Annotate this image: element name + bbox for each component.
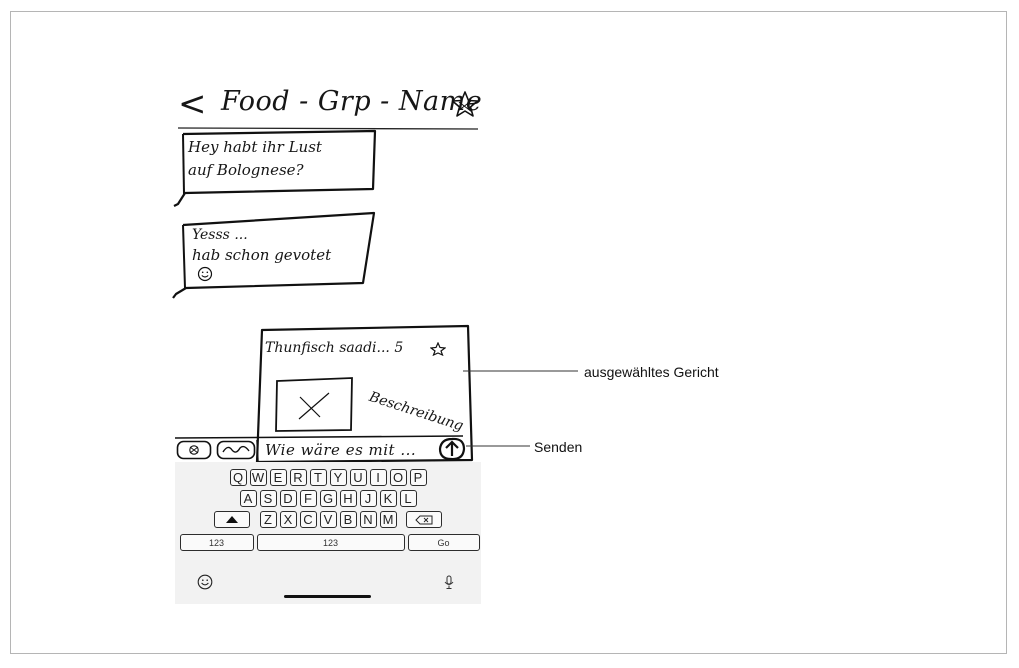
home-indicator	[284, 595, 371, 598]
key-g[interactable]: G	[319, 490, 337, 507]
key-z[interactable]: Z	[259, 511, 277, 528]
numbers-key[interactable]: 123	[179, 534, 254, 551]
backspace-key[interactable]	[406, 511, 442, 528]
key-v[interactable]: V	[319, 511, 337, 528]
key-w[interactable]: W	[249, 469, 267, 486]
star-outline-icon[interactable]	[450, 90, 480, 118]
key-b[interactable]: B	[339, 511, 357, 528]
message-text-line: Yesss ...	[192, 227, 248, 243]
key-s[interactable]: S	[259, 490, 277, 507]
key-n[interactable]: N	[359, 511, 377, 528]
key-c[interactable]: C	[299, 511, 317, 528]
key-h[interactable]: H	[339, 490, 357, 507]
key-k[interactable]: K	[379, 490, 397, 507]
key-e[interactable]: E	[269, 469, 287, 486]
key-i[interactable]: I	[369, 469, 387, 486]
star-outline-icon	[430, 342, 446, 356]
drawing-icon[interactable]	[216, 440, 256, 460]
shift-arrow-icon	[226, 515, 238, 523]
key-t[interactable]: T	[309, 469, 327, 486]
annotation-selected-dish: ausgewähltes Gericht	[584, 364, 719, 380]
key-l[interactable]: L	[399, 490, 417, 507]
key-x[interactable]: X	[279, 511, 297, 528]
message-text-line: auf Bolognese?	[188, 161, 304, 179]
message-text-line: Hey habt ihr Lust	[188, 138, 322, 156]
key-u[interactable]: U	[349, 469, 367, 486]
key-y[interactable]: Y	[329, 469, 347, 486]
back-icon[interactable]: <	[178, 84, 207, 124]
smiley-icon	[197, 266, 213, 282]
key-d[interactable]: D	[279, 490, 297, 507]
emoji-icon[interactable]	[197, 574, 213, 590]
key-r[interactable]: R	[289, 469, 307, 486]
key-p[interactable]: P	[409, 469, 427, 486]
space-key[interactable]: 123	[256, 534, 405, 551]
shift-key[interactable]	[214, 511, 250, 528]
key-q[interactable]: Q	[229, 469, 247, 486]
key-j[interactable]: J	[359, 490, 377, 507]
send-arrow-icon[interactable]	[438, 437, 466, 461]
key-f[interactable]: F	[299, 490, 317, 507]
key-m[interactable]: M	[379, 511, 397, 528]
sticker-icon[interactable]	[176, 440, 212, 460]
dish-name: Thunfisch saadi... 5	[265, 340, 404, 356]
go-key[interactable]: Go	[407, 534, 480, 551]
microphone-icon[interactable]	[443, 575, 455, 590]
key-a[interactable]: A	[239, 490, 257, 507]
chat-title: Food - Grp - Name	[221, 86, 483, 117]
annotation-send: Senden	[534, 439, 583, 455]
message-input[interactable]: Wie wäre es mit ...	[265, 441, 417, 459]
message-text-line: hab schon gevotet	[192, 246, 332, 264]
image-placeholder-icon	[298, 392, 330, 420]
backspace-icon	[415, 515, 433, 524]
key-o[interactable]: O	[389, 469, 407, 486]
